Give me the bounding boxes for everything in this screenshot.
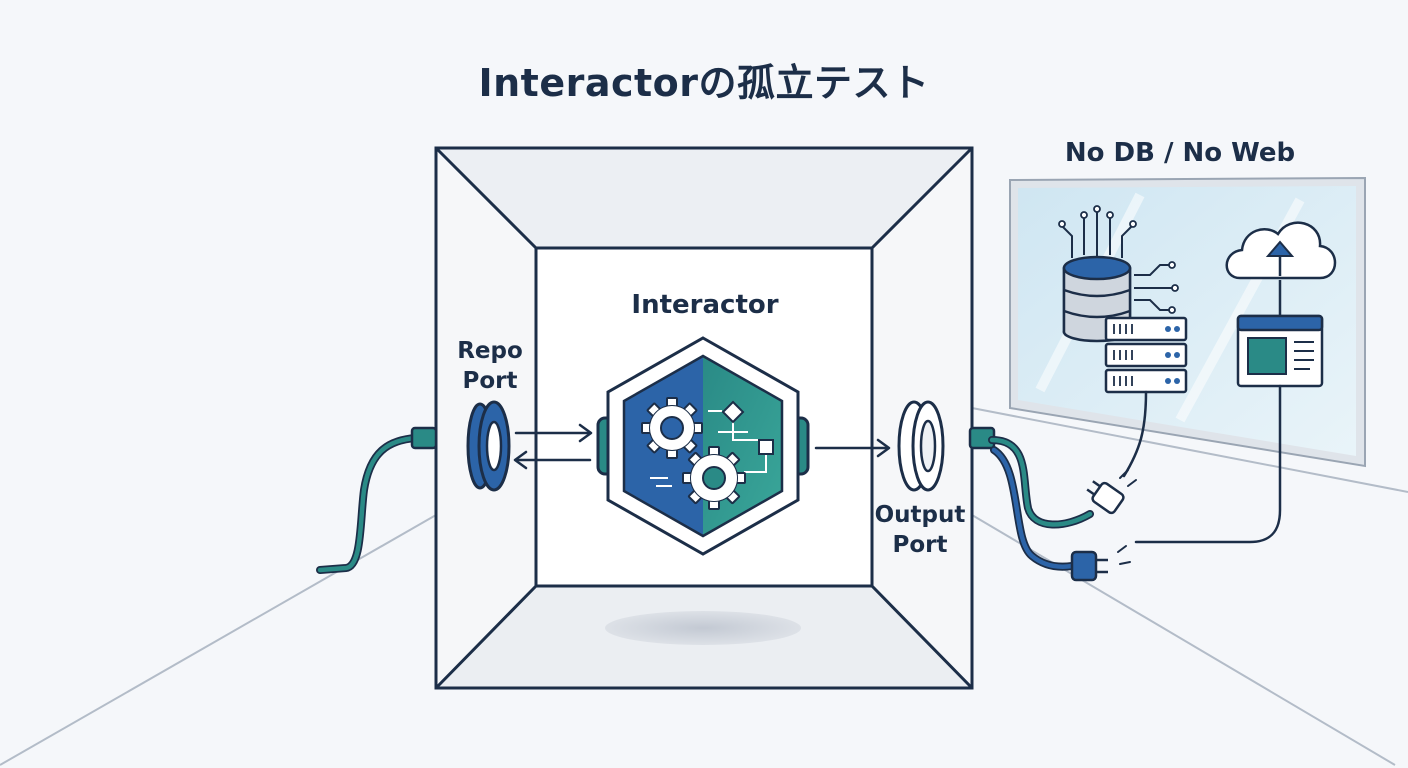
output-arrow xyxy=(814,438,891,458)
repo-port-label-line2: Port xyxy=(462,368,518,394)
browser-window-icon xyxy=(1236,314,1324,388)
output-port-label-line1: Output xyxy=(874,502,966,528)
output-cable xyxy=(968,426,1094,571)
gear-icon xyxy=(682,446,746,510)
external-systems-label: No DB / No Web xyxy=(1064,138,1296,168)
external-systems-panel xyxy=(1009,176,1366,544)
repo-cable xyxy=(316,426,438,574)
plug-icon xyxy=(1070,550,1108,582)
interactor-shadow xyxy=(605,611,801,645)
interactor-label: Interactor xyxy=(631,290,779,320)
interactor-core xyxy=(596,336,810,556)
gear-icon xyxy=(641,397,703,459)
repo-port-ring xyxy=(466,400,511,492)
output-port-label-line2: Port xyxy=(892,532,948,558)
room-perspective-lines xyxy=(0,407,1408,766)
repo-port-label: Repo Port xyxy=(440,336,540,396)
output-port-ring xyxy=(897,400,945,492)
repo-port-label-line1: Repo xyxy=(457,338,523,364)
server-rack-icon xyxy=(1104,316,1188,394)
plug-icon xyxy=(1086,480,1125,515)
cloud-upload-icon xyxy=(1225,221,1337,316)
database-icon xyxy=(1058,205,1179,343)
output-port-label: Output Port xyxy=(860,500,980,560)
repo-bidirectional-arrows xyxy=(513,423,593,470)
page-title: Interactorの孤立テスト xyxy=(478,61,930,105)
